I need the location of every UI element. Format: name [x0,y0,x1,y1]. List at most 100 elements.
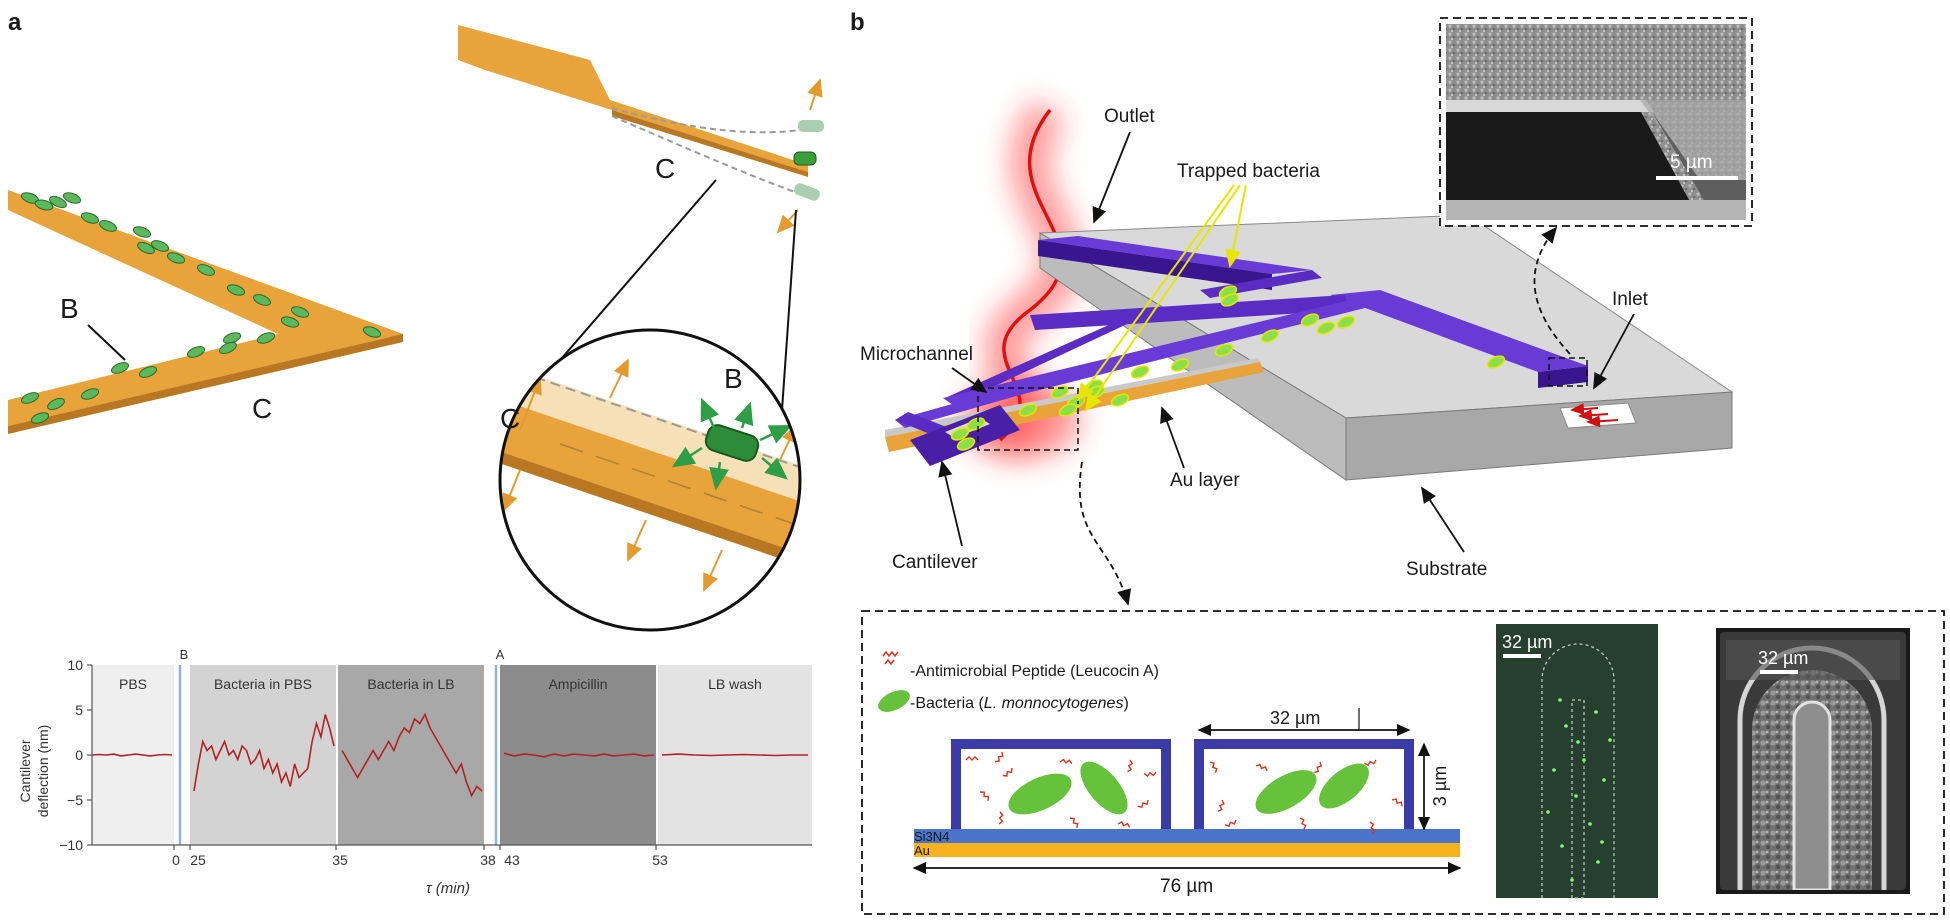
y-tick-label: 5 [75,702,83,718]
peptide-mark [965,756,979,761]
phase-label: Ampicillin [548,676,607,692]
phase-band [338,665,484,845]
fluorescent-spot [1600,840,1604,844]
trace-segment [341,712,483,798]
bacterium [98,220,118,232]
label-B-zoom: B [724,363,743,394]
x-tick-label: 53 [652,852,668,868]
optical-image: 32 µm [1716,628,1910,894]
peptide-mark [1117,820,1131,828]
fluorescent-spot [1588,822,1592,826]
label-outlet: Outlet [1104,106,1155,127]
au-label: Au [914,843,930,858]
bacterium [150,240,170,252]
bacterium [138,366,158,378]
trapped-bacterium [1170,358,1190,372]
sem-connector [1533,226,1571,355]
fluorescence-image: 32 µm [1496,624,1658,899]
phase-label: PBS [119,676,147,692]
bacterium [34,199,54,211]
zoom-circle [500,330,800,630]
phase-marker-label: B [180,647,189,662]
bacterium [80,388,100,400]
peptide-mark [1224,819,1237,828]
label-B-pointer [87,324,126,361]
trapped-bacterium [1336,315,1356,329]
peptide-mark [1143,771,1157,778]
zoom-circle-border [498,328,802,632]
phase-label: LB wash [708,676,762,692]
bacterium [186,346,206,358]
fluorescent-spot [1576,740,1580,744]
peptide-mark [1059,758,1073,765]
cross-section-schematic: Si3N4 Au 32 µm 3 µm 76 µm [912,708,1462,897]
bacterium [166,252,186,264]
bacteria-legend-icon [878,690,910,712]
label-cantilever: Cantilever [892,552,978,573]
label-trapped-bacteria: Trapped bacteria [1177,161,1320,182]
fluorescent-bacteria [1546,698,1612,882]
y-tick-label: 10 [67,657,83,673]
panel-b-letter: b [850,9,865,36]
y-tick-label: −10 [59,837,83,853]
bacterium [132,226,152,238]
trace-segment [661,753,808,757]
si3n4-label: Si3N4 [914,829,949,844]
single-cantilever [458,25,824,234]
sem-callout-box [1548,357,1588,387]
phase-label: Bacteria in LB [367,676,454,692]
dim-height-label: 3 µm [1430,766,1450,806]
trace-segment [193,714,335,792]
trapped-bacterium [1220,293,1240,307]
fluorescent-spot [1564,724,1568,728]
trapped-bacterium [1058,403,1078,417]
bacterium [47,397,65,411]
peptide-mark [1299,817,1307,830]
label-inlet: Inlet [1612,289,1649,310]
cross-section-legend: -Antimicrobial Peptide (Leucocin A) -Bac… [878,650,1159,712]
trapped-bacterium [1316,321,1336,335]
zoom-line-left [535,179,717,389]
label-C-single: C [655,153,675,184]
bacterium [252,294,272,306]
cross-section-box [861,610,1945,915]
optical-scale-label: 32 µm [1758,648,1808,668]
bacterium [290,306,310,318]
trace-segment [91,753,173,757]
label-C-v: C [252,393,272,424]
peptide-mark [1217,799,1225,812]
label-microchannel: Microchannel [860,344,973,365]
trapped-bacterium [1110,393,1130,407]
x-tick-label: 38 [480,852,496,868]
x-tick-label: 35 [332,852,348,868]
trapped-bacterium [956,437,976,451]
trace-segment [503,752,655,758]
peptide-mark [1069,817,1079,828]
peptide-mark [1137,799,1149,809]
trapped-bacteria-markers [950,285,1506,451]
peptide-mark [1127,759,1134,773]
bacterium [256,332,276,344]
cross-section-callout [977,387,1079,451]
x-axis-label: τ (min) [426,880,470,897]
trapped-bacterium [1214,343,1234,357]
fluorescent-spot [1608,738,1612,742]
bacterium [226,284,246,296]
x-tick-label: 43 [504,852,520,868]
legend-peptide: -Antimicrobial Peptide (Leucocin A) [910,663,1159,680]
dim-width-label: 32 µm [1270,708,1320,728]
microchannel [895,236,1588,466]
phase-marker-label: A [496,647,505,662]
peptide-marks [965,751,1403,835]
fluorescent-spot [1558,698,1562,702]
phase-band [190,665,336,845]
peptide-mark [1391,798,1403,807]
fluorescent-spot [1582,758,1586,762]
fluorescent-spot [1602,778,1606,782]
bacterium [80,212,100,224]
bacterium [219,341,237,355]
trapped-bacterium [1486,355,1506,369]
peptide-mark [1255,763,1268,772]
